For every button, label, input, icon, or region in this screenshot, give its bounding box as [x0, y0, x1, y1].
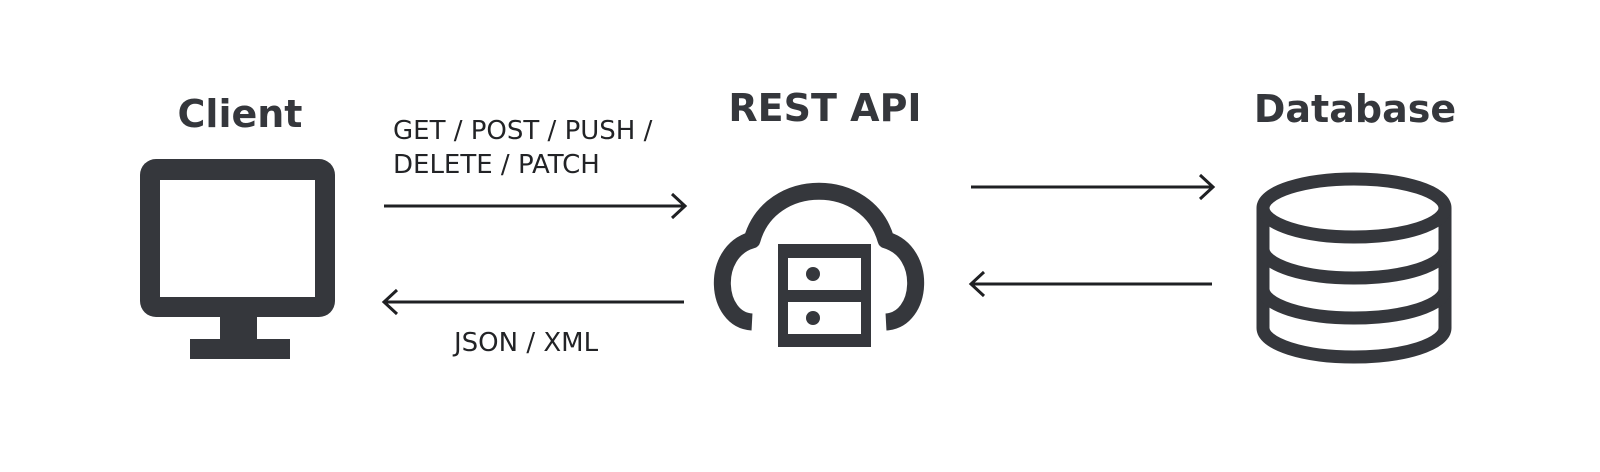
response-label: JSON / XML: [454, 328, 599, 358]
response-arrow: [381, 288, 684, 316]
database-label: Database: [1253, 87, 1457, 131]
api-to-db-arrow: [971, 173, 1216, 201]
client-label: Client: [177, 92, 303, 136]
rest-api-label: REST API: [728, 86, 922, 130]
db-to-api-arrow: [968, 270, 1212, 298]
database-icon: [1256, 172, 1452, 364]
request-label-line2: DELETE / PATCH: [393, 150, 600, 180]
monitor-icon: [140, 159, 335, 359]
request-label-line1: GET / POST / PUSH /: [393, 116, 653, 146]
request-arrow: [384, 192, 688, 220]
cloud-server-icon: [713, 182, 925, 347]
